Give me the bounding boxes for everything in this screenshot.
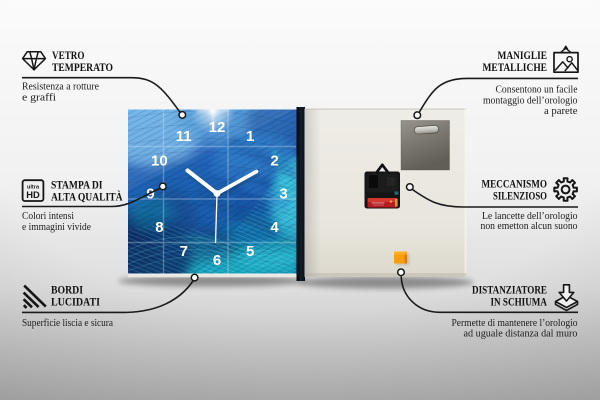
svg-text:7: 7 bbox=[180, 243, 188, 260]
svg-text:non emetton alcun suono: non emetton alcun suono bbox=[481, 221, 578, 232]
svg-text:Permette di mantenere l’orolog: Permette di mantenere l’orologio bbox=[452, 318, 578, 329]
svg-text:Superficie liscia e sicura: Superficie liscia e sicura bbox=[22, 318, 113, 329]
svg-text:2: 2 bbox=[270, 152, 278, 169]
svg-text:a parete: a parete bbox=[544, 106, 578, 117]
svg-text:VETRO: VETRO bbox=[52, 50, 85, 62]
svg-text:Consentono un facile: Consentono un facile bbox=[496, 85, 578, 96]
svg-text:ultra: ultra bbox=[27, 185, 40, 191]
svg-text:ALTA QUALITÀ: ALTA QUALITÀ bbox=[51, 192, 123, 204]
svg-text:BORDI: BORDI bbox=[51, 284, 83, 296]
svg-text:12: 12 bbox=[209, 119, 226, 136]
svg-text:ad uguale distanza dal muro: ad uguale distanza dal muro bbox=[464, 329, 578, 340]
svg-text:METALLICHE: METALLICHE bbox=[483, 62, 548, 74]
svg-text:+: + bbox=[390, 200, 393, 206]
svg-text:SILENZIOSO: SILENZIOSO bbox=[493, 191, 547, 203]
svg-text:LUCIDATI: LUCIDATI bbox=[51, 297, 100, 309]
svg-text:TEMPERATO: TEMPERATO bbox=[52, 62, 113, 74]
svg-text:Le lancette dell’orologio: Le lancette dell’orologio bbox=[482, 211, 578, 222]
svg-text:Resistenza a rotture: Resistenza a rotture bbox=[22, 82, 99, 93]
svg-text:6: 6 bbox=[213, 252, 221, 269]
svg-text:11: 11 bbox=[176, 128, 192, 145]
svg-text:5: 5 bbox=[246, 243, 254, 260]
svg-text:e immagini vivide: e immagini vivide bbox=[22, 222, 91, 233]
svg-text:9: 9 bbox=[146, 186, 154, 203]
svg-text:10: 10 bbox=[151, 152, 168, 169]
svg-text:8: 8 bbox=[155, 219, 163, 236]
svg-text:3: 3 bbox=[279, 186, 287, 203]
svg-text:STAMPA DI: STAMPA DI bbox=[51, 180, 103, 192]
svg-text:MANIGLIE: MANIGLIE bbox=[498, 50, 548, 62]
svg-text:Colori intensi: Colori intensi bbox=[22, 211, 74, 222]
svg-text:DISTANZIATORE: DISTANZIATORE bbox=[472, 285, 547, 297]
svg-text:4: 4 bbox=[270, 219, 279, 236]
svg-text:HD: HD bbox=[26, 189, 40, 200]
svg-text:IN SCHIUMA: IN SCHIUMA bbox=[491, 297, 548, 309]
svg-text:e graffi: e graffi bbox=[22, 93, 56, 104]
svg-text:montaggio dell’orologio: montaggio dell’orologio bbox=[483, 95, 578, 106]
svg-text:1: 1 bbox=[246, 128, 254, 145]
svg-text:MECCANISMO: MECCANISMO bbox=[482, 179, 548, 191]
